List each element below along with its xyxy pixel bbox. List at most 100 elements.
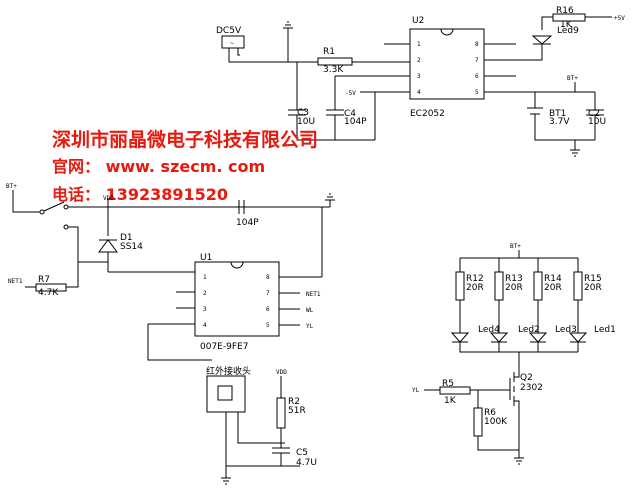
c3-value: 10U xyxy=(297,117,315,127)
r7-resistor: R7 4.7K xyxy=(35,275,67,298)
r7-value: 4.7K xyxy=(38,288,59,298)
r14-value: 20R xyxy=(544,283,562,293)
u2-pin3-label: 3 xyxy=(417,73,421,80)
bt1-value: 3.7V xyxy=(549,117,570,127)
c4-value: 104P xyxy=(344,117,367,127)
u1-pin4-label: 4 xyxy=(203,322,207,329)
u2-pin8-label: 8 xyxy=(475,41,479,48)
power-switch xyxy=(39,201,69,230)
r13-resistor: R13 20R xyxy=(494,258,523,330)
u1-pin6-label: 6 xyxy=(266,306,270,313)
r2-name: R2 xyxy=(288,397,300,407)
bt1-name: BT1 xyxy=(549,109,566,119)
dc-symbol: ~ xyxy=(230,40,234,47)
company-name: 深圳市丽晶微电子科技有限公司 xyxy=(52,128,318,151)
led4-label: Led4 xyxy=(478,325,500,335)
vdd-top: VDD xyxy=(103,195,114,202)
u2-pin6-label: 6 xyxy=(475,73,479,80)
r6-name: R6 xyxy=(484,408,496,418)
bt-plus-top: BT+ xyxy=(567,75,578,82)
q2-part: 2302 xyxy=(520,383,543,393)
led3-label: Led3 xyxy=(555,325,577,335)
u1-pin1-label: 1 xyxy=(203,274,207,281)
r7-name: R7 xyxy=(38,275,50,285)
r16-name: R16 xyxy=(556,6,574,16)
led1: Led1 xyxy=(568,325,616,343)
c2-capacitor: C2 10U xyxy=(586,109,606,127)
r15-value: 20R xyxy=(584,283,602,293)
c4-capacitor: C4 104P xyxy=(326,109,367,127)
r1-value: 3.3K xyxy=(323,65,344,75)
c3-name: C3 xyxy=(297,108,309,118)
r15-resistor: R15 20R xyxy=(573,258,602,330)
vdd-r2: VDD xyxy=(276,369,287,376)
c5-capacitor: C5 4.7U xyxy=(272,447,317,468)
wl-label: WL xyxy=(306,307,314,314)
u1-pin8-label: 8 xyxy=(266,274,270,281)
r14-resistor: R14 20R xyxy=(533,258,562,330)
dc5v-label: DC5V xyxy=(216,26,242,36)
r14-name: R14 xyxy=(544,274,562,284)
r13-name: R13 xyxy=(505,274,523,284)
bt1-battery: BT1 3.7V xyxy=(527,107,570,127)
r12-name: R12 xyxy=(466,274,484,284)
r1-resistor: R1 3.3K xyxy=(317,47,353,75)
yl-q2-label: YL xyxy=(412,387,420,394)
u2-pin2-label: 2 xyxy=(417,57,421,64)
company-phone: 电话： 13923891520 xyxy=(52,185,228,204)
r6-value: 100K xyxy=(484,417,508,427)
ir-receiver-label: 红外接收头 xyxy=(206,365,251,377)
r6-resistor: R6 100K xyxy=(473,407,508,437)
net1-right: NET1 xyxy=(306,291,321,298)
r2-resistor: R2 51R xyxy=(276,397,306,429)
d1-name: D1 xyxy=(120,233,133,243)
r12-resistor: R12 20R xyxy=(455,258,484,330)
led9-label: Led9 xyxy=(557,26,579,36)
u1-part: 007E-9FE7 xyxy=(200,342,248,352)
c2-name: C2 xyxy=(588,109,600,119)
u2-pin1-label: 1 xyxy=(417,41,421,48)
r16-value: 1K xyxy=(560,20,573,30)
r5-value: 1K xyxy=(444,396,457,406)
dc5v-jack: DC5V ~ xyxy=(216,26,245,49)
led2-label: Led2 xyxy=(518,325,540,335)
c1-value: 104P xyxy=(236,218,259,228)
c5-value: 4.7U xyxy=(296,458,317,468)
u2-name: U2 xyxy=(412,16,424,26)
c5-name: C5 xyxy=(296,448,308,458)
c2-value: 10U xyxy=(588,117,606,127)
led1-label: Led1 xyxy=(594,325,616,335)
net1-left: NET1 xyxy=(8,278,23,285)
r13-value: 20R xyxy=(505,283,523,293)
q2-name: Q2 xyxy=(520,373,533,383)
u1-name: U1 xyxy=(200,253,212,263)
c3-capacitor: C3 10U xyxy=(288,108,315,127)
u1-ic: U1 1 2 3 4 8 7 6 5 007E-9FE7 xyxy=(194,253,280,352)
minus5v-label: -5V xyxy=(345,90,356,97)
ir-receiver: 红外接收头 xyxy=(206,365,251,413)
r5-name: R5 xyxy=(442,379,454,389)
r15-name: R15 xyxy=(584,274,602,284)
r1-name: R1 xyxy=(323,47,335,57)
u1-pin5-label: 5 xyxy=(266,322,270,329)
r5-resistor: R5 1K xyxy=(439,379,471,406)
u2-part: EC2052 xyxy=(410,109,445,119)
u1-pin7-label: 7 xyxy=(266,290,270,297)
led9: Led9 xyxy=(531,26,579,45)
c4-name: C4 xyxy=(344,109,356,119)
company-website[interactable]: 官网： www. szecm. com xyxy=(52,157,265,176)
u1-pin3-label: 3 xyxy=(203,306,207,313)
d1-diode: D1 SS14 xyxy=(98,233,143,253)
yl-u1-label: YL xyxy=(306,323,314,330)
u2-pin5-label: 5 xyxy=(475,89,479,96)
c1-capacitor: 104P xyxy=(236,200,259,228)
r12-value: 20R xyxy=(466,283,484,293)
r2-value: 51R xyxy=(288,406,306,416)
u2-ic: U2 1 2 3 4 5 6 7 8 EC2052 xyxy=(409,16,485,119)
bt-plus-led: BT+ xyxy=(510,243,521,250)
plus5v-top: +5V xyxy=(614,15,625,22)
bt-plus-left: BT+ xyxy=(6,183,17,190)
u2-pin7-label: 7 xyxy=(475,57,479,64)
d1-value: SS14 xyxy=(120,242,143,252)
